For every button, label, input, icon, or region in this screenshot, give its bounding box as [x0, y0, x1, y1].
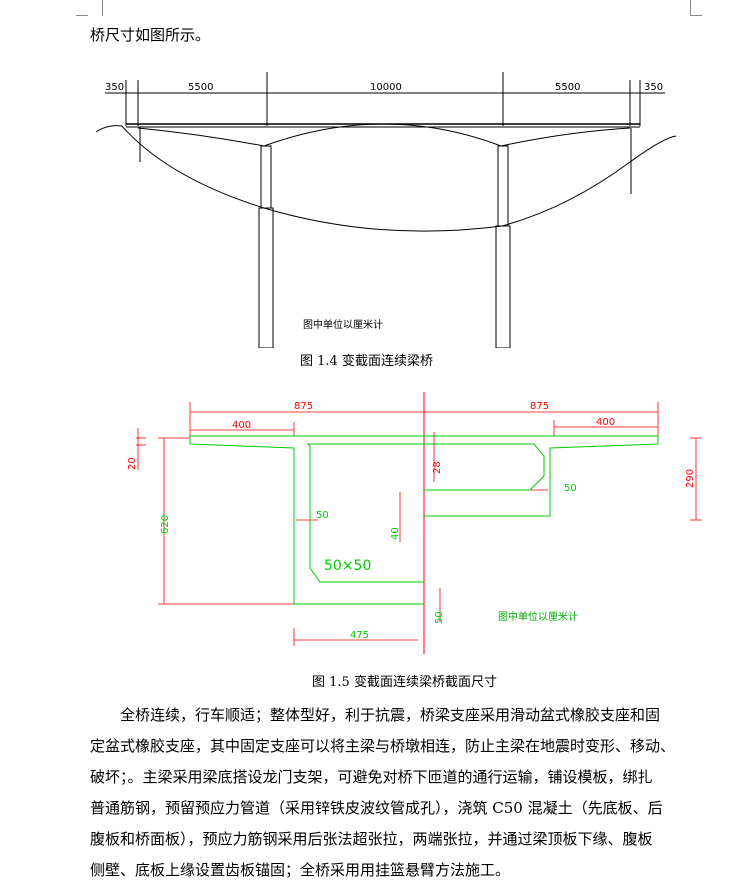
figure-caption: 图 1.5 变截面连续梁桥截面尺寸	[312, 675, 497, 690]
girder-soffit	[137, 123, 631, 147]
pier-left-upper	[260, 145, 272, 209]
span-label: 350	[644, 82, 663, 93]
page-corner-mark	[76, 15, 88, 16]
label-top-slab: 28	[432, 461, 443, 474]
paragraph-line: 全桥连续，行车顺适；整体型好，利于抗震，桥梁支座采用滑动盆式橡胶支座和固	[120, 706, 661, 724]
label-cantilever: 400	[596, 417, 615, 428]
page-corner-mark	[690, 15, 702, 16]
paragraph-line: 侧壁、底板上缘设置齿板锚固；全桥采用用挂篮悬臂方法施工。	[90, 861, 511, 879]
paragraph-line: 腹板和桥面板），预应力筋钢采用后张法超张拉，两端张拉，并通过梁顶板下缘、腹板	[90, 830, 653, 848]
label-half-width: 875	[530, 401, 549, 412]
unit-note: 图中单位以厘米计	[303, 320, 383, 331]
label-web-right: 50	[564, 483, 577, 494]
label-web-left: 50	[316, 510, 329, 521]
label-vertical-40: 40	[390, 527, 401, 540]
body-paragraph: 全桥连续，行车顺适；整体型好，利于抗震，桥梁支座采用滑动盆式橡胶支座和固 定盆式…	[90, 700, 702, 886]
section-outline-right	[190, 435, 659, 517]
label-depth: 620	[160, 515, 171, 534]
label-cantilever: 400	[232, 420, 251, 431]
ground-profile	[95, 125, 677, 232]
pier-right	[495, 225, 511, 348]
span-label: 5500	[188, 82, 213, 93]
page-corner-mark	[88, 0, 103, 16]
label-web-depth: 290	[685, 469, 696, 488]
span-label: 350	[105, 82, 124, 93]
unit-note: 图中单位以厘米计	[498, 612, 578, 623]
label-bottom-slab: 50	[434, 611, 445, 624]
section-outline-left	[189, 436, 424, 605]
box-inner-right	[424, 443, 545, 491]
paragraph-line: 普通筋钢，预留预应力管道（采用锌铁皮波纹管成孔），浇筑 C50 混凝土（先底板、…	[90, 799, 663, 817]
pier-right-upper	[497, 145, 509, 227]
span-label: 5500	[555, 82, 580, 93]
figure-caption: 图 1.4 变截面连续梁桥	[300, 354, 433, 369]
box-inner-left	[306, 443, 424, 583]
cross-section-figure: 875 875 400 400 20 28 620 290 50 50 50×5…	[127, 392, 702, 654]
bridge-elevation-figure: 350 5500 10000 5500 350	[95, 72, 677, 348]
label-half-width: 875	[294, 401, 313, 412]
paragraph-line: 定盆式橡胶支座，其中固定支座可以将主梁与桥墩相连，防止主梁在地震时变形、移动、	[90, 737, 676, 755]
page-corner-mark	[690, 0, 705, 16]
pier-left	[258, 207, 274, 348]
label-haunch: 50×50	[324, 558, 371, 574]
label-bottom-half: 475	[350, 630, 369, 641]
intro-text: 桥尺寸如图所示。	[90, 26, 211, 44]
paragraph-line: 破坏；。主梁采用梁底搭设龙门支架，可避免对桥下匝道的通行运输，铺设模板，绑扎	[90, 768, 653, 786]
span-label: 10000	[370, 82, 402, 93]
label-flange-thickness: 20	[127, 457, 138, 470]
